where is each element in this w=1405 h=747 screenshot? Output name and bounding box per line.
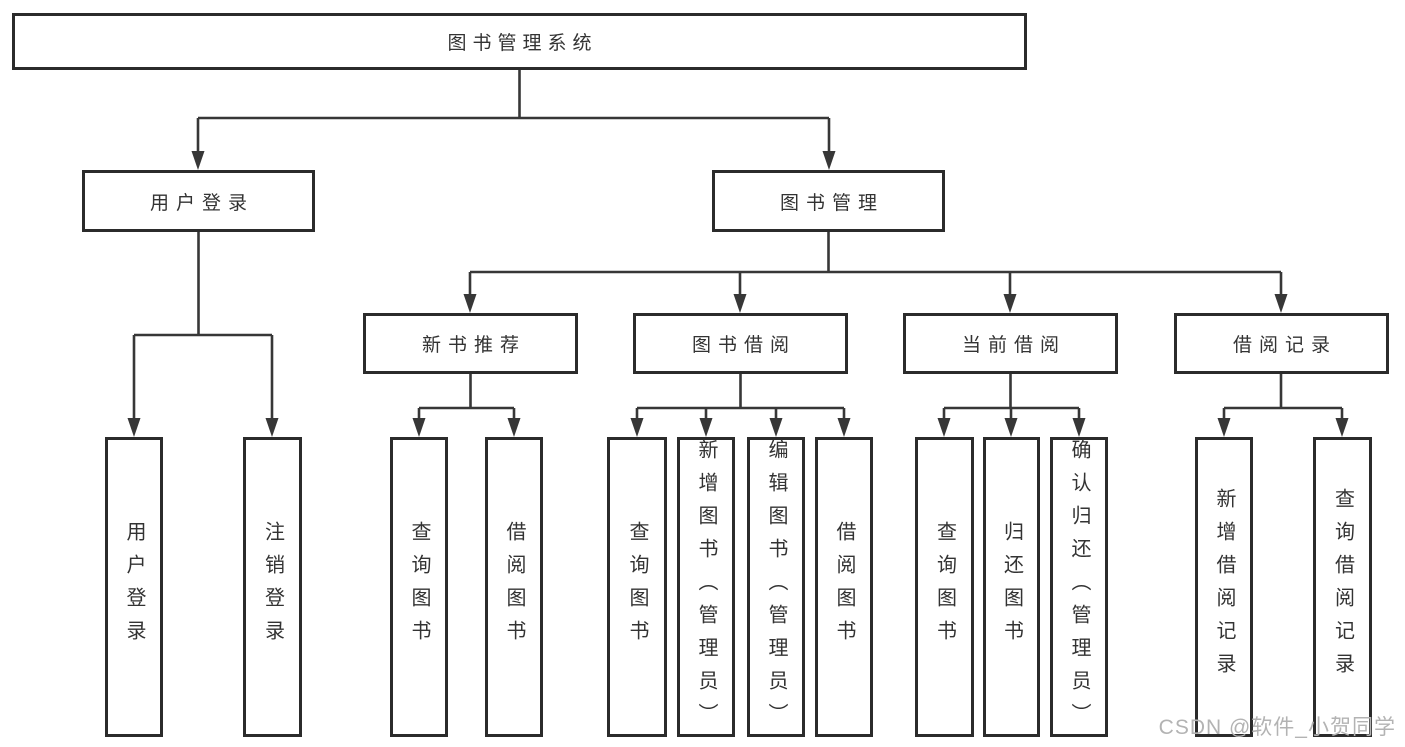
leaf-cb-return-books-label: 归还图书 — [1000, 521, 1023, 653]
leaf-nbr-borrow-books: 借阅图书 — [485, 437, 543, 737]
arrow-down-icon — [265, 418, 279, 437]
leaf-bb-borrow-books: 借阅图书 — [815, 437, 873, 737]
arrow-down-icon — [1003, 294, 1017, 313]
arrow-down-icon — [191, 151, 205, 170]
arrow-down-icon — [1274, 294, 1288, 313]
connectors-newbookrec-to-leaves — [412, 374, 521, 437]
node-root-label: 图书管理系统 — [447, 33, 598, 54]
leaf-bb-edit-books-label: 编辑图书（管理员） — [765, 438, 787, 736]
node-current-borrow: 当前借阅 — [903, 313, 1118, 374]
arrow-down-icon — [463, 294, 477, 313]
arrow-down-icon — [1335, 418, 1349, 437]
connectors-userlogin-to-leaves — [127, 232, 279, 437]
leaf-cb-query-books: 查询图书 — [915, 437, 974, 737]
leaf-logout-label: 注销登录 — [261, 521, 284, 653]
node-book-borrow: 图书借阅 — [633, 313, 848, 374]
arrow-down-icon — [699, 418, 713, 437]
arrow-down-icon — [507, 418, 521, 437]
leaf-user-login-label: 用户登录 — [123, 521, 145, 653]
leaf-nbr-query-books: 查询图书 — [390, 437, 448, 737]
leaf-bb-query-books-label: 查询图书 — [626, 521, 648, 653]
arrow-down-icon — [630, 418, 644, 437]
connectors-borrowrecords-to-leaves — [1217, 374, 1349, 437]
arrow-down-icon — [769, 418, 783, 437]
leaf-bb-add-books: 新增图书（管理员） — [677, 437, 735, 737]
csdn-watermark: CSDN @软件_小贺同学 — [1158, 716, 1396, 739]
leaf-br-add-record: 新增借阅记录 — [1195, 437, 1253, 737]
arrow-down-icon — [837, 418, 851, 437]
leaf-bb-add-books-label: 新增图书（管理员） — [695, 438, 717, 736]
leaf-cb-query-books-label: 查询图书 — [933, 521, 956, 653]
leaf-nbr-query-books-label: 查询图书 — [408, 521, 430, 653]
arrow-down-icon — [127, 418, 141, 437]
leaf-cb-return-books: 归还图书 — [983, 437, 1040, 737]
leaf-user-login: 用户登录 — [105, 437, 163, 737]
connectors-root-to-level2 — [191, 70, 836, 170]
leaf-logout: 注销登录 — [243, 437, 302, 737]
arrow-down-icon — [822, 151, 836, 170]
arrow-down-icon — [1217, 418, 1231, 437]
leaf-cb-confirm-return: 确认归还（管理员） — [1050, 437, 1108, 737]
node-book-mgmt: 图书管理 — [712, 170, 945, 232]
leaf-bb-borrow-books-label: 借阅图书 — [833, 521, 855, 653]
node-current-borrow-label: 当前借阅 — [961, 335, 1066, 356]
leaf-br-query-record-label: 查询借阅记录 — [1331, 488, 1354, 686]
arrow-down-icon — [412, 418, 426, 437]
connectors-bookmgmt-to-level3 — [463, 232, 1288, 313]
node-book-mgmt-label: 图书管理 — [779, 192, 884, 214]
connectors-currentborrow-to-leaves — [937, 374, 1086, 437]
leaf-cb-confirm-return-label: 确认归还（管理员） — [1068, 438, 1090, 736]
leaf-br-query-record: 查询借阅记录 — [1313, 437, 1372, 737]
node-user-login-label: 用户登录 — [149, 192, 254, 214]
leaf-bb-query-books: 查询图书 — [607, 437, 667, 737]
leaf-bb-edit-books: 编辑图书（管理员） — [747, 437, 805, 737]
node-borrow-records: 借阅记录 — [1174, 313, 1389, 374]
node-new-book-rec: 新书推荐 — [363, 313, 578, 374]
node-borrow-records-label: 借阅记录 — [1232, 335, 1337, 356]
arrow-down-icon — [1004, 418, 1018, 437]
node-new-book-rec-label: 新书推荐 — [421, 335, 526, 356]
arrow-down-icon — [937, 418, 951, 437]
node-root: 图书管理系统 — [12, 13, 1027, 70]
leaf-nbr-borrow-books-label: 借阅图书 — [503, 521, 525, 653]
arrow-down-icon — [1072, 418, 1086, 437]
node-user-login: 用户登录 — [82, 170, 315, 232]
connectors-bookborrow-to-leaves — [630, 374, 851, 437]
leaf-br-add-record-label: 新增借阅记录 — [1213, 488, 1235, 686]
node-book-borrow-label: 图书借阅 — [691, 335, 796, 356]
arrow-down-icon — [733, 294, 747, 313]
